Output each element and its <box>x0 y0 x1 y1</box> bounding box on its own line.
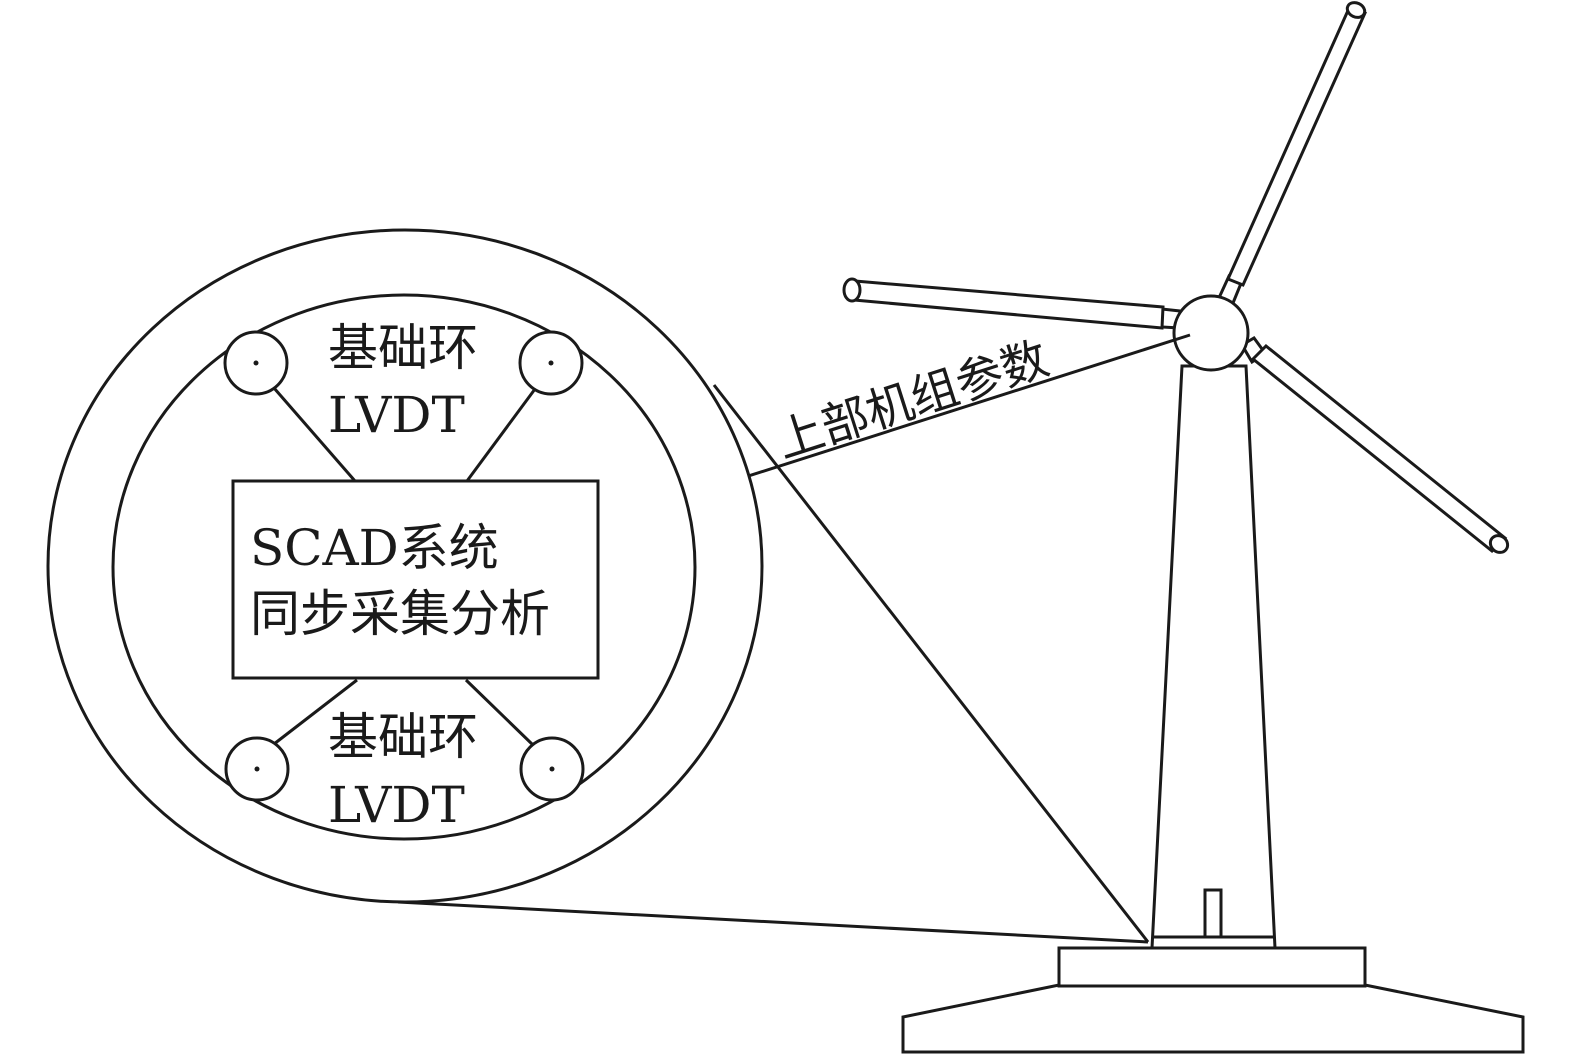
turbine-foundation <box>901 946 1525 1054</box>
blade-right <box>1239 336 1510 554</box>
lvdt-sensor-top-right <box>518 330 584 396</box>
blade-left <box>842 277 1182 330</box>
turbine-tower <box>1150 364 1277 950</box>
foundation-ring-detail <box>46 228 764 904</box>
foundation-base <box>901 983 1525 1054</box>
connection-label: 上部机组参数 <box>770 331 1055 469</box>
scad-system-box <box>231 479 600 680</box>
scad-label-line2: 同步采集分析 <box>250 585 550 643</box>
tower-door <box>1203 888 1223 939</box>
turbine-rotor <box>842 1 1510 554</box>
ring-top-label-line2: LVDT <box>328 386 465 444</box>
lvdt-sensor-top-left <box>223 330 289 396</box>
ring-bottom-label-line1: 基础环 <box>328 708 478 766</box>
ring-bottom-label-line2: LVDT <box>328 776 465 834</box>
lvdt-sensor-bottom-left <box>224 736 290 802</box>
ring-top-label-line1: 基础环 <box>328 319 478 377</box>
blade-upper <box>1215 1 1367 305</box>
turbine-hub <box>1172 294 1250 372</box>
zoom-line-upper <box>712 384 1150 943</box>
scad-label-line1: SCAD系统 <box>250 519 499 577</box>
foundation-pedestal <box>1057 946 1367 988</box>
zoom-line-lower <box>397 900 1149 944</box>
tower-body <box>1150 364 1277 950</box>
lvdt-sensor-bottom-right <box>519 736 585 802</box>
